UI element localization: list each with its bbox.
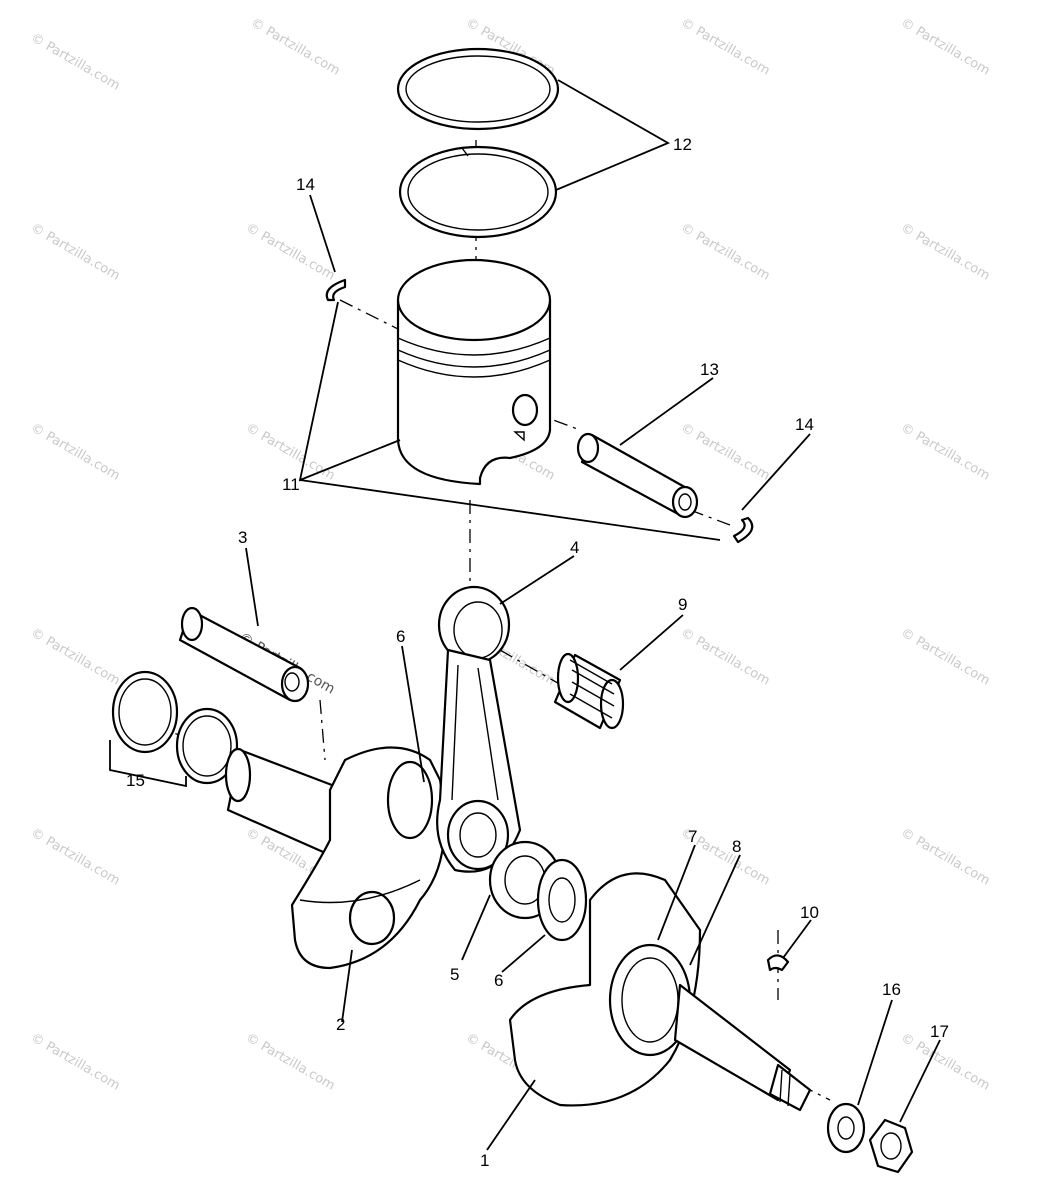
watermark: © Partzilla.com: [248, 15, 342, 78]
connecting-rod: [436, 585, 522, 873]
leader-lines: [109, 79, 941, 1151]
thrust-washer-left: [386, 760, 434, 840]
watermark: © Partzilla.com: [243, 220, 337, 283]
watermark: © Partzilla.com: [243, 1030, 337, 1093]
crank-pin: [178, 606, 310, 703]
watermark: © Partzilla.com: [678, 420, 772, 483]
callout-13: 13: [700, 360, 719, 379]
callout-6-lower: 6: [494, 971, 503, 990]
watermark: © Partzilla.com: [28, 1030, 122, 1093]
callout-1: 1: [480, 1151, 489, 1170]
callout-9: 9: [678, 595, 687, 614]
crankshaft-right-half: [508, 872, 812, 1112]
watermark: © Partzilla.com: [898, 220, 992, 283]
callout-5: 5: [450, 965, 459, 984]
callout-11: 11: [282, 475, 300, 494]
piston-pin: [576, 432, 699, 519]
watermark: © Partzilla.com: [28, 825, 122, 888]
needle-bearing: [553, 652, 625, 730]
piston: [396, 258, 552, 486]
washer: [826, 1102, 866, 1154]
watermark: © Partzilla.com: [678, 625, 772, 688]
watermark: © Partzilla.com: [28, 220, 122, 283]
callout-14-right: 14: [795, 415, 814, 434]
watermark: © Partzilla.com: [898, 625, 992, 688]
callout-14-left: 14: [296, 175, 315, 194]
callout-15: 15: [126, 771, 145, 790]
watermark: © Partzilla.com: [678, 220, 772, 283]
piston-ring-top: [396, 47, 560, 131]
callout-10: 10: [800, 903, 819, 922]
callout-4: 4: [570, 538, 579, 557]
callout-12: 12: [673, 135, 692, 154]
crankshaft-left-half: [224, 746, 446, 970]
callout-17: 17: [930, 1022, 949, 1041]
seal-ring-outer: [111, 670, 179, 754]
watermark: © Partzilla.com: [898, 15, 992, 78]
callout-6-upper: 6: [396, 627, 405, 646]
seal-ring-inner: [175, 707, 239, 785]
callout-8: 8: [732, 837, 741, 856]
piston-ring-second: [398, 145, 558, 239]
hex-nut: [868, 1118, 914, 1174]
watermark: © Partzilla.com: [28, 420, 122, 483]
callout-3: 3: [238, 528, 247, 547]
watermark: © Partzilla.com: [28, 30, 122, 93]
callout-2: 2: [336, 1015, 345, 1034]
callout-16: 16: [882, 980, 901, 999]
watermark: © Partzilla.com: [678, 15, 772, 78]
watermark: © Partzilla.com: [898, 420, 992, 483]
thrust-washer-right: [536, 858, 588, 942]
watermark: © Partzilla.com: [28, 625, 122, 688]
circlip-right: [732, 516, 754, 544]
circlip-left: [325, 278, 347, 302]
watermark: © Partzilla.com: [898, 825, 992, 888]
callout-7: 7: [688, 827, 697, 846]
woodruff-key: [766, 954, 790, 972]
callout-labels: 12 14 13 14 11 3 4 9 6 15 7 8 10 5 6 2 1…: [126, 135, 949, 1170]
